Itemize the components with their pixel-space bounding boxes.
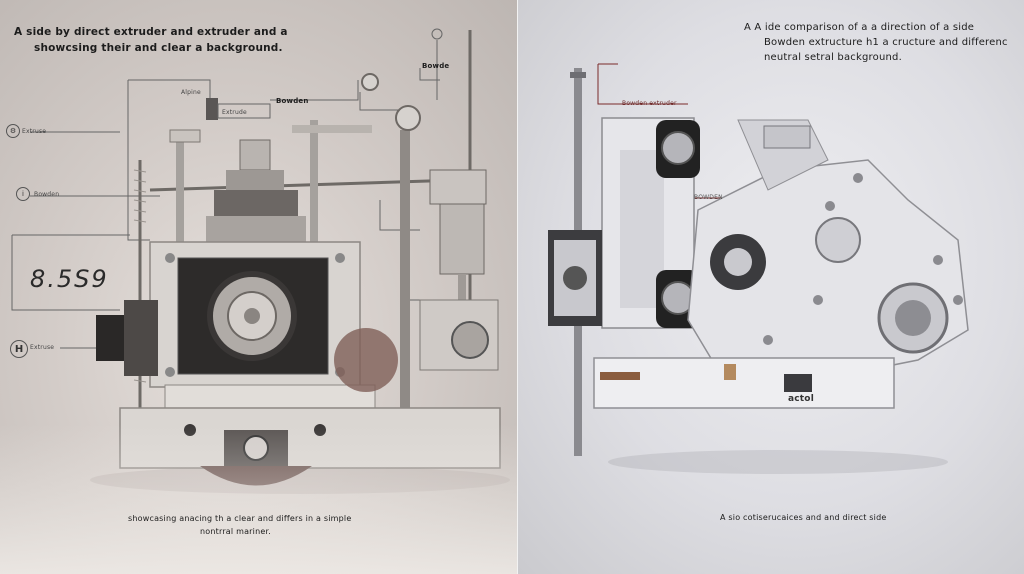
base-label: actol bbox=[788, 394, 814, 404]
marker-label: Bowden extruder bbox=[622, 100, 677, 107]
right-panel-bowden-extruder: A A ide comparison of a a direction of a… bbox=[518, 0, 1024, 574]
label-alpine: Alpine bbox=[181, 89, 201, 96]
side-label-3: Extruse bbox=[30, 344, 55, 351]
left-title-line2: showcsing their and clear a background. bbox=[34, 42, 283, 54]
label-bowden-top: Bowde bbox=[422, 62, 450, 70]
label-bowden-mid: Bowden bbox=[276, 97, 309, 105]
gear-icon: ⚙ bbox=[6, 124, 20, 138]
bowden-extruder-illustration bbox=[548, 63, 969, 474]
left-panel-direct-extruder: A side by direct extruder and extruder a… bbox=[0, 0, 518, 574]
side-label-2: Bowden bbox=[34, 191, 60, 198]
left-caption-line2: nontrral mariner. bbox=[200, 527, 271, 536]
measurement-readout: 8.5S9 bbox=[30, 265, 109, 293]
left-caption-line1: showcasing anacing th a clear and differ… bbox=[128, 514, 352, 523]
h-badge-icon: H bbox=[10, 340, 28, 358]
label-extrude-box: Extrude bbox=[222, 109, 247, 116]
info-icon: i bbox=[16, 187, 30, 201]
right-title-line3: neutral setral background. bbox=[764, 52, 902, 63]
right-caption: A sio cotiserucaices and and direct side bbox=[720, 513, 887, 522]
right-title-line2: Bowden extructure h1 a cructure and diff… bbox=[764, 37, 1008, 48]
right-title-line1: A A ide comparison of a a direction of a… bbox=[744, 22, 975, 33]
side-label-1: Extruse bbox=[22, 128, 47, 135]
left-title-line1: A side by direct extruder and extruder a… bbox=[14, 26, 288, 38]
plate-label: BOWDEN bbox=[694, 194, 723, 201]
